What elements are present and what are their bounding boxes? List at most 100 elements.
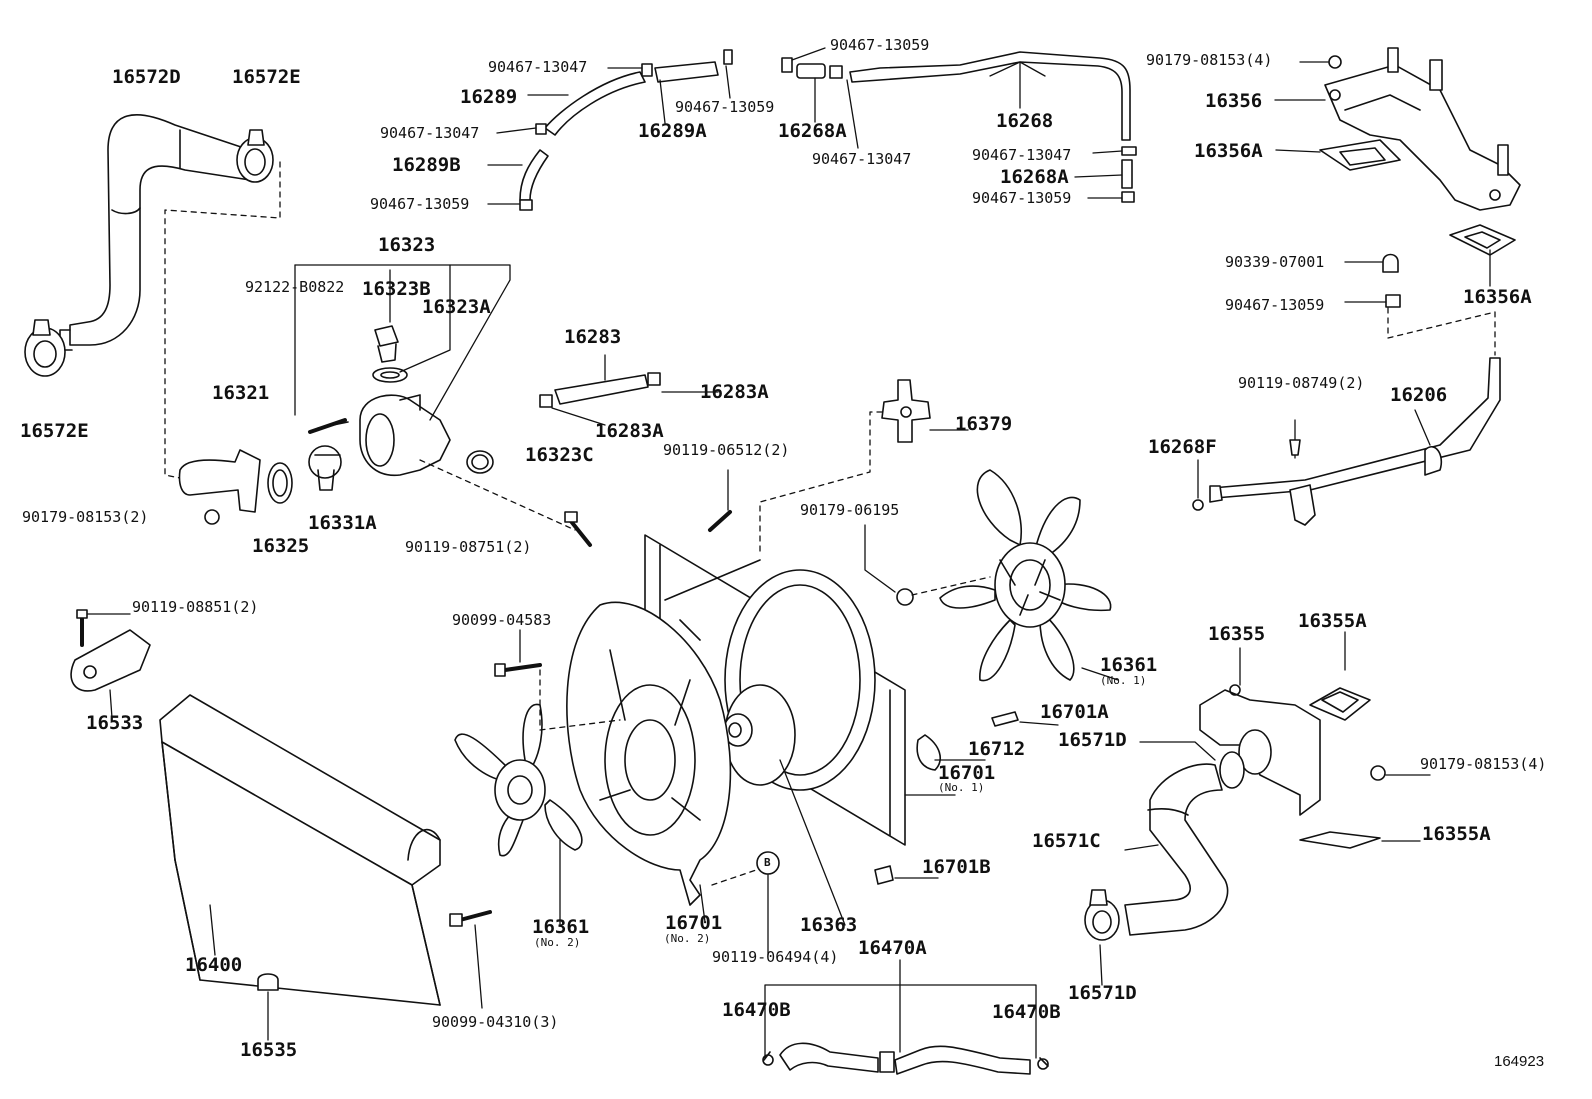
label-90467-13047-b: 90467-13047 bbox=[380, 124, 480, 142]
label-16321: 16321 bbox=[212, 382, 270, 404]
label-16283: 16283 bbox=[564, 326, 622, 348]
bolt-90119-08851 bbox=[77, 610, 87, 645]
label-16535: 16535 bbox=[240, 1039, 298, 1061]
water-pipe-16268 bbox=[782, 52, 1136, 202]
diagram-id: 164923 bbox=[1494, 1053, 1545, 1070]
label-90467-13059-c: 90467-13059 bbox=[830, 36, 930, 54]
label-16355A-b: 16355A bbox=[1422, 823, 1491, 845]
bolt-90119-06512 bbox=[710, 512, 730, 530]
label-16701-no1-sub: (No. 1) bbox=[938, 781, 985, 794]
label-90099-04583: 90099-04583 bbox=[452, 611, 552, 629]
bolt-90099-04310 bbox=[450, 912, 490, 926]
label-16571C: 16571C bbox=[1032, 830, 1101, 852]
label-16323C: 16323C bbox=[525, 444, 594, 466]
label-16289A: 16289A bbox=[638, 120, 707, 142]
label-16572E-left: 16572E bbox=[20, 420, 89, 442]
radiator-support-bracket bbox=[71, 630, 150, 691]
water-pipe-16206 bbox=[1210, 358, 1500, 525]
radiator-cushion bbox=[258, 974, 278, 990]
label-90179-08153-2: 90179-08153(2) bbox=[22, 508, 149, 526]
radiator bbox=[160, 695, 440, 1005]
label-16268A-b: 16268A bbox=[1000, 166, 1069, 188]
label-16363: 16363 bbox=[800, 914, 858, 936]
label-16572E-top: 16572E bbox=[232, 66, 301, 88]
label-16470B-a: 16470B bbox=[722, 999, 791, 1021]
hose-16571C bbox=[1125, 764, 1228, 935]
label-16470A: 16470A bbox=[858, 937, 927, 959]
label-90467-13047-c: 90467-13047 bbox=[812, 150, 912, 168]
label-16572D: 16572D bbox=[112, 66, 181, 88]
label-16289: 16289 bbox=[460, 86, 518, 108]
bolt-90119-08751 bbox=[565, 512, 590, 545]
label-16268F: 16268F bbox=[1148, 436, 1217, 458]
label-90467-13059-b: 90467-13059 bbox=[675, 98, 775, 116]
hoses-16470 bbox=[763, 1043, 1048, 1074]
fan-relay-bracket bbox=[882, 380, 930, 442]
label-16331A: 16331A bbox=[308, 512, 377, 534]
label-90119-08851-2: 90119-08851(2) bbox=[132, 598, 259, 616]
label-16470B-b: 16470B bbox=[992, 1001, 1061, 1023]
cooling-fan-no1 bbox=[940, 470, 1111, 681]
drain-plug bbox=[373, 326, 407, 382]
label-16289B: 16289B bbox=[392, 154, 461, 176]
label-16701-no2-sub: (No. 2) bbox=[664, 932, 711, 945]
label-16533: 16533 bbox=[86, 712, 144, 734]
label-90467-13059-d: 90467-13059 bbox=[972, 189, 1072, 207]
label-90119-06494-4: 90119-06494(4) bbox=[712, 948, 839, 966]
label-90467-13047-a: 90467-13047 bbox=[488, 58, 588, 76]
label-90099-04310-3: 90099-04310(3) bbox=[432, 1013, 559, 1031]
label-90179-08153-4b: 90179-08153(4) bbox=[1420, 755, 1547, 773]
label-16701-no1: 16701 bbox=[938, 762, 996, 784]
upper-radiator-hose bbox=[60, 115, 250, 350]
label-16325: 16325 bbox=[252, 535, 310, 557]
stud-bolts bbox=[310, 420, 348, 432]
label-16379: 16379 bbox=[955, 413, 1013, 435]
water-inlet-housing-16356 bbox=[1320, 48, 1520, 255]
fan-guard-16712 bbox=[917, 735, 940, 770]
reference-mark-b-letter: B bbox=[764, 856, 771, 869]
thermostat bbox=[309, 446, 341, 490]
cooling-fan-no2 bbox=[455, 704, 582, 855]
label-16356A-b: 16356A bbox=[1463, 286, 1532, 308]
label-16268A-a: 16268A bbox=[778, 120, 847, 142]
label-16712: 16712 bbox=[968, 738, 1026, 760]
label-90119-08751-2: 90119-08751(2) bbox=[405, 538, 532, 556]
label-92122-B0822: 92122-B0822 bbox=[245, 278, 345, 296]
label-16283A-b: 16283A bbox=[595, 420, 664, 442]
hose-clamp-left bbox=[25, 320, 65, 376]
label-90119-08749-2: 90119-08749(2) bbox=[1238, 374, 1365, 392]
label-16323B: 16323B bbox=[362, 278, 431, 300]
label-16323A: 16323A bbox=[422, 296, 491, 318]
label-16361-no2: 16361 bbox=[532, 916, 590, 938]
water-outlet-housing bbox=[360, 395, 493, 475]
label-16268: 16268 bbox=[996, 110, 1054, 132]
hose-16283 bbox=[540, 373, 660, 407]
bolt-90099-04583 bbox=[495, 664, 540, 676]
hose-clamp-16571D-lower bbox=[1085, 890, 1119, 940]
reference-mark-b bbox=[757, 852, 779, 874]
gasket-16355A-lower bbox=[1300, 832, 1380, 848]
fan-nut bbox=[897, 589, 913, 605]
label-16361-no2-sub: (No. 2) bbox=[534, 936, 581, 949]
label-90179-06195: 90179-06195 bbox=[800, 501, 900, 519]
label-16701A: 16701A bbox=[1040, 701, 1109, 723]
clip-16701B bbox=[875, 866, 893, 884]
label-16355A-a: 16355A bbox=[1298, 610, 1367, 632]
label-90179-08153-4a: 90179-08153(4) bbox=[1146, 51, 1273, 69]
label-90119-06512-2: 90119-06512(2) bbox=[663, 441, 790, 459]
water-inlet bbox=[179, 450, 292, 512]
label-16400: 16400 bbox=[185, 954, 243, 976]
cap-90339 bbox=[1383, 255, 1398, 273]
hose-clamp-top bbox=[237, 130, 273, 182]
water-outlet-16355 bbox=[1200, 685, 1370, 815]
clip-16701A bbox=[992, 712, 1018, 726]
label-16571D-a: 16571D bbox=[1058, 729, 1127, 751]
fan-shroud-no2 bbox=[567, 602, 731, 905]
label-16701-no2: 16701 bbox=[665, 912, 723, 934]
label-90339-07001: 90339-07001 bbox=[1225, 253, 1325, 271]
label-16701B: 16701B bbox=[922, 856, 991, 878]
label-16356A-a: 16356A bbox=[1194, 140, 1263, 162]
label-16355: 16355 bbox=[1208, 623, 1266, 645]
